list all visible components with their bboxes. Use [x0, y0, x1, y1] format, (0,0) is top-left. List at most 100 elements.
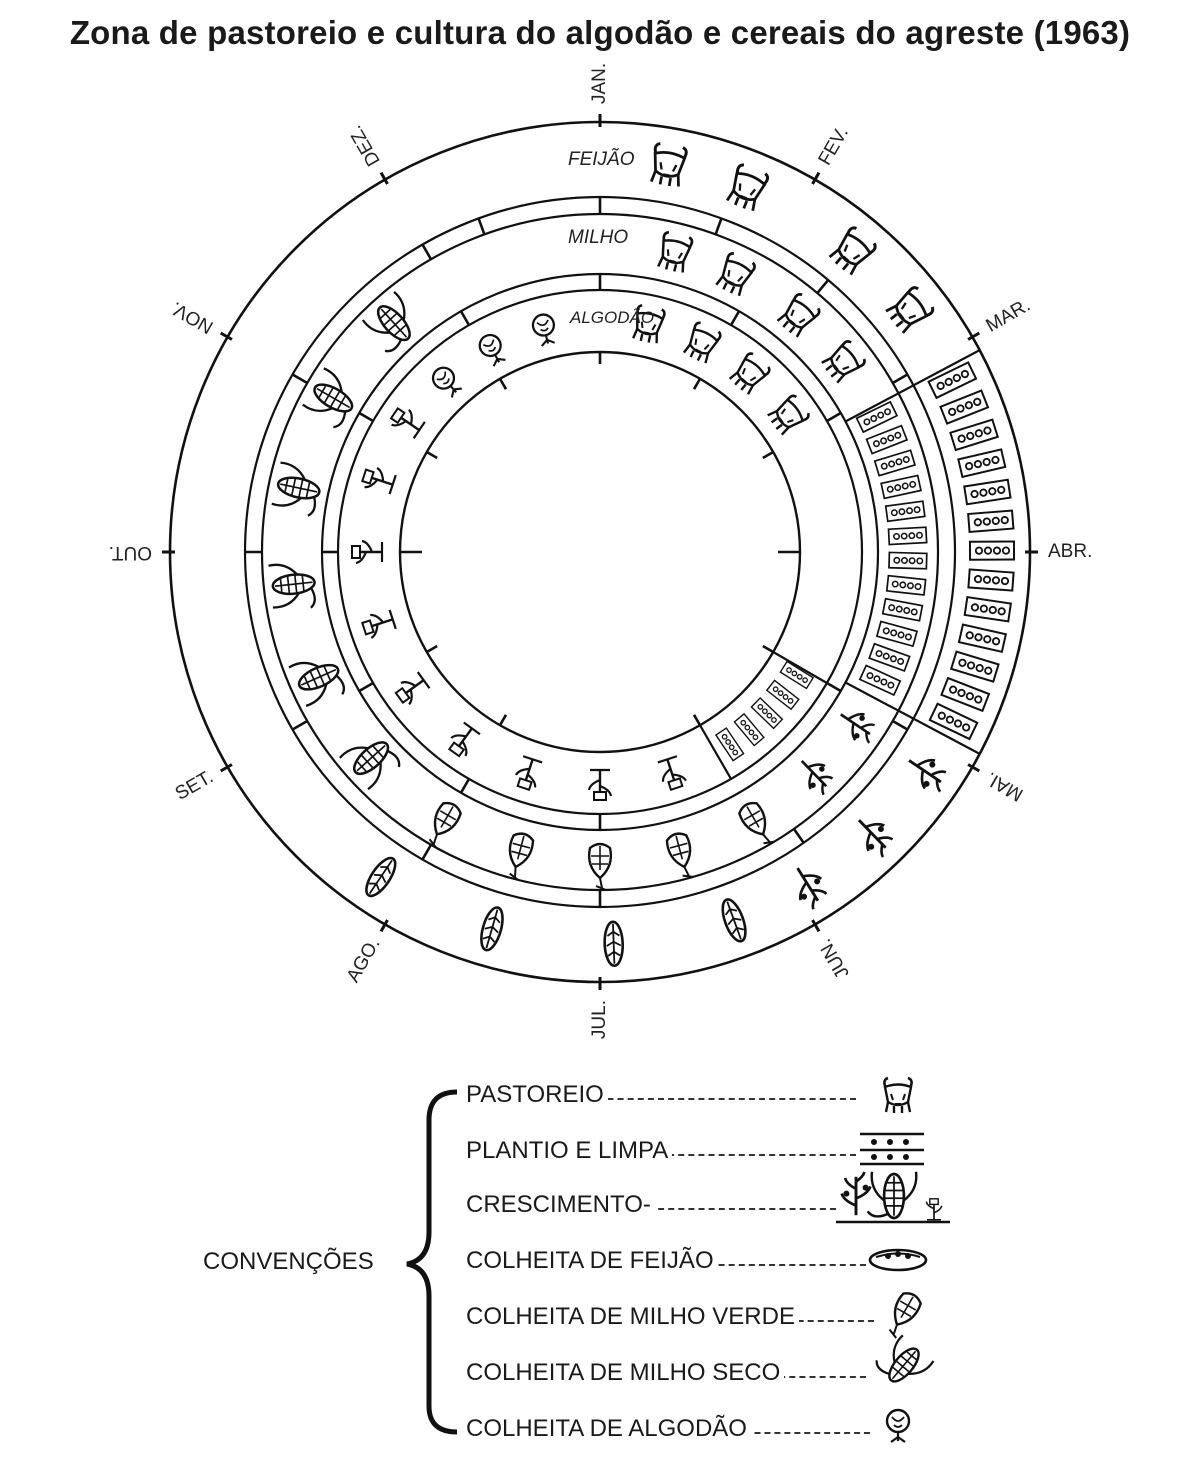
- month-tick: [219, 763, 233, 773]
- bean-harvest-icon: [602, 920, 625, 968]
- ring-divider: [826, 411, 842, 423]
- month-tick: [811, 919, 821, 933]
- page-title: Zona de pastoreio e cultura do algodão e…: [69, 14, 1131, 51]
- bean-harvest-icon: [475, 903, 508, 954]
- planting-icon: [939, 389, 989, 425]
- planting-icon: [957, 623, 1007, 653]
- planting-icon: [927, 361, 978, 399]
- green-corn-icon: [500, 830, 537, 883]
- planting-icon: [967, 568, 1015, 592]
- cotton-icon: [529, 311, 560, 349]
- planting-icon: [968, 540, 1016, 561]
- ring-label-milho: MILHO: [568, 227, 628, 248]
- ring-label-feijao: FEIJÃO: [568, 148, 635, 170]
- sector-line: [844, 349, 981, 423]
- legend-brace: [406, 1089, 458, 1435]
- planting-icon: [949, 418, 999, 451]
- ring-divider: [892, 373, 909, 385]
- dry-corn-icon: [287, 648, 350, 711]
- legend-label: CRESCIMENTO-: [466, 1188, 655, 1222]
- planting-icon: [967, 509, 1015, 533]
- cotton-growth-icon: [359, 607, 398, 641]
- cotton-growth-icon: [387, 403, 427, 441]
- ring-divider: [792, 828, 805, 844]
- cattle-icon: [883, 1076, 913, 1115]
- month-label: OUT.: [109, 542, 152, 563]
- planting-icon: [957, 448, 1007, 478]
- wheel-symbols: [267, 141, 1016, 968]
- legend: CONVENÇÕES PASTOREIO PLANTIO E LIMPA CRE…: [0, 1060, 1200, 1450]
- wheel-ticks: [162, 114, 1038, 990]
- legend-label: PLANTIO E LIMPA: [466, 1134, 673, 1168]
- bean-harvest-icon: [359, 852, 402, 902]
- legend-item-colheita-milho-seco: COLHEITA DE MILHO SECO: [466, 1331, 966, 1395]
- ring-divider: [826, 681, 842, 693]
- cotton-growth-icon: [655, 754, 689, 793]
- ring-divider: [291, 719, 308, 731]
- ring-divider: [692, 714, 702, 726]
- growth-icon: [783, 859, 835, 914]
- planting-icon: [865, 424, 908, 455]
- planting-icon: [733, 713, 765, 747]
- planting-icon: [880, 474, 922, 500]
- bean-harvest-icon: [868, 1248, 928, 1272]
- legend-label: COLHEITA DE ALGODÃO: [466, 1412, 751, 1446]
- planting-icon: [963, 596, 1012, 623]
- sector-line: [699, 724, 732, 780]
- planting-icon: [855, 401, 898, 433]
- month-label: JUL.: [589, 1000, 610, 1039]
- cattle-icon: [726, 350, 773, 398]
- ring-divider: [729, 310, 741, 326]
- legend-item-colheita-milho-verde: COLHEITA DE MILHO VERDE: [466, 1288, 966, 1342]
- planting-icon: [873, 449, 916, 477]
- bean-harvest-icon: [716, 895, 752, 946]
- month-label: MAR.: [982, 295, 1034, 337]
- ring-divider: [692, 378, 702, 390]
- ring-divider: [762, 644, 774, 654]
- month-label: JAN.: [589, 63, 610, 104]
- ring-divider: [477, 217, 486, 235]
- planting-icon: [876, 620, 918, 647]
- cattle-icon: [818, 338, 868, 386]
- legend-label: COLHEITA DE MILHO VERDE: [466, 1300, 799, 1334]
- ring-divider: [762, 450, 774, 460]
- ring-divider: [421, 243, 433, 260]
- month-label: MAI.: [982, 767, 1026, 805]
- planting-icon: [888, 551, 928, 570]
- cotton-growth-icon: [359, 463, 398, 497]
- month-tick: [379, 171, 389, 185]
- month-label: ABR.: [1048, 541, 1092, 562]
- month-label: NOV.: [168, 297, 217, 338]
- cattle-icon: [647, 141, 689, 190]
- legend-label: COLHEITA DE MILHO SECO: [466, 1356, 785, 1390]
- planting-icon: [963, 478, 1012, 506]
- ring-divider: [714, 217, 723, 235]
- ring-divider: [498, 378, 508, 390]
- growth-icon: [832, 702, 883, 749]
- dry-corn-icon: [871, 1331, 935, 1395]
- month-tick: [811, 171, 821, 185]
- ring-divider: [459, 778, 471, 794]
- legend-item-colheita-feijao: COLHEITA DE FEIJÃO: [466, 1244, 966, 1278]
- legend-label: COLHEITA DE FEIJÃO: [466, 1244, 718, 1278]
- ring-divider: [892, 719, 909, 731]
- cotton-icon: [427, 362, 466, 402]
- green-corn-icon: [735, 798, 780, 852]
- month-label: FEV.: [814, 123, 852, 169]
- cattle-icon: [654, 229, 695, 276]
- calendar-wheel: JAN.FEV.MAR.ABR.MAI.JUN.JUL.AGO.SET.OUT.…: [109, 63, 1093, 1039]
- month-label: AGO.: [343, 934, 385, 986]
- planting-icon: [940, 677, 990, 712]
- month-tick: [967, 763, 981, 773]
- planting-icon: [928, 702, 979, 740]
- legend-item-pastoreio: PASTOREIO: [466, 1076, 966, 1115]
- legend-label: PASTOREIO: [466, 1078, 608, 1112]
- planting-icon: [750, 697, 784, 730]
- planting-icon: [859, 664, 902, 696]
- legend-item-crescimento: CRESCIMENTO-: [466, 1170, 966, 1224]
- ring-divider: [358, 411, 374, 423]
- planting-icon: [884, 500, 926, 523]
- cotton-growth-icon: [391, 670, 432, 708]
- ring-divider: [291, 373, 308, 385]
- ring-divider: [426, 644, 438, 654]
